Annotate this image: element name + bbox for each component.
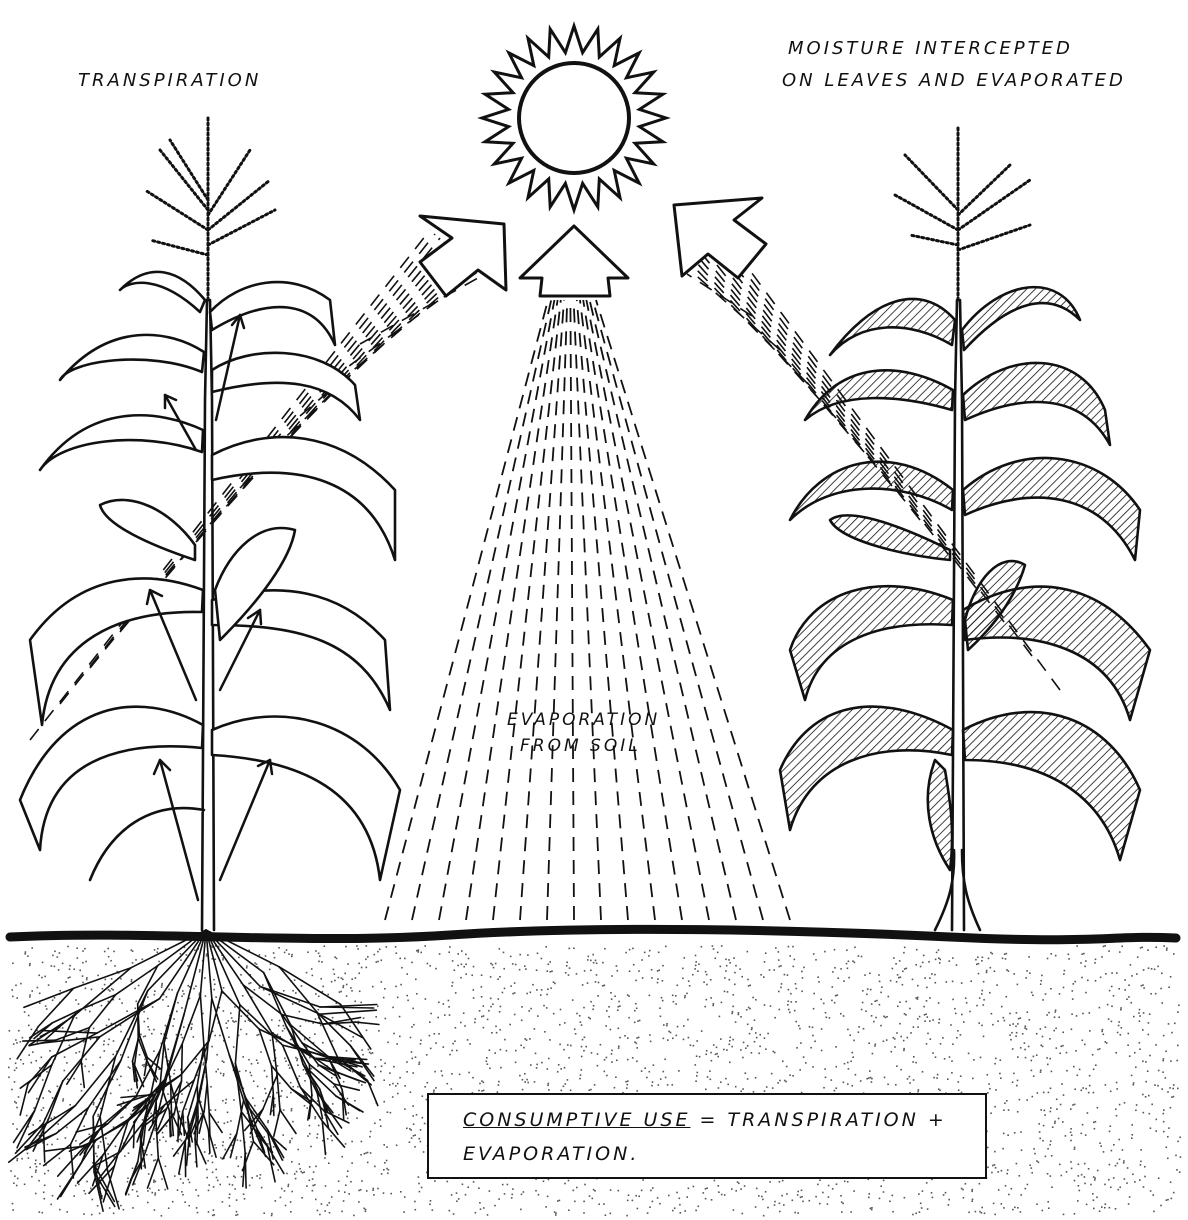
caption-rest: TRANSPIRATION +	[728, 1109, 947, 1131]
evap-ray	[590, 300, 736, 920]
evap-ray	[586, 300, 709, 920]
evap-ray-right	[699, 258, 864, 452]
caption-line2: EVAPORATION.	[463, 1137, 985, 1171]
transpiration-label: TRANSPIRATION	[78, 70, 261, 91]
evap-ray-left	[360, 274, 485, 344]
arrow-left	[420, 216, 506, 296]
evap-ray	[583, 300, 682, 920]
ground-line	[10, 929, 1176, 939]
evap-ray	[577, 300, 628, 920]
evap-ray-right	[711, 242, 976, 588]
evaporation-label-line1: EVAPORATION	[507, 710, 660, 730]
evap-ray	[580, 300, 655, 920]
evap-ray	[596, 300, 790, 920]
ear-left-2	[100, 500, 195, 560]
sun-disc	[519, 63, 629, 173]
evap-ray	[466, 300, 558, 920]
evap-ray	[385, 300, 548, 920]
evap-ray-right	[714, 238, 1004, 622]
evaporation-label-line2: FROM SOIL	[520, 736, 641, 756]
leaves-right	[780, 287, 1150, 870]
evap-ray-right	[693, 266, 808, 384]
arrow-center	[520, 226, 628, 296]
moisture-label-line1: MOISTURE INTERCEPTED	[788, 38, 1073, 59]
evap-ray-right	[687, 274, 752, 316]
caption-term: CONSUMPTIVE USE	[463, 1109, 690, 1131]
arrow-right	[674, 198, 766, 278]
consumptive-use-caption: CONSUMPTIVE USE = TRANSPIRATION + EVAPOR…	[427, 1093, 987, 1179]
sun	[482, 26, 666, 210]
moisture-label-line2: ON LEAVES AND EVAPORATED	[782, 70, 1126, 91]
evap-ray	[412, 300, 551, 920]
caption-equals: =	[700, 1109, 719, 1131]
evap-ray	[570, 300, 574, 920]
caption-line1: CONSUMPTIVE USE = TRANSPIRATION +	[463, 1103, 985, 1137]
evap-ray	[439, 300, 554, 920]
evap-ray	[574, 300, 601, 920]
tassel-right	[895, 125, 1030, 300]
ear-right	[830, 515, 950, 560]
corn-plant-right	[780, 125, 1150, 930]
